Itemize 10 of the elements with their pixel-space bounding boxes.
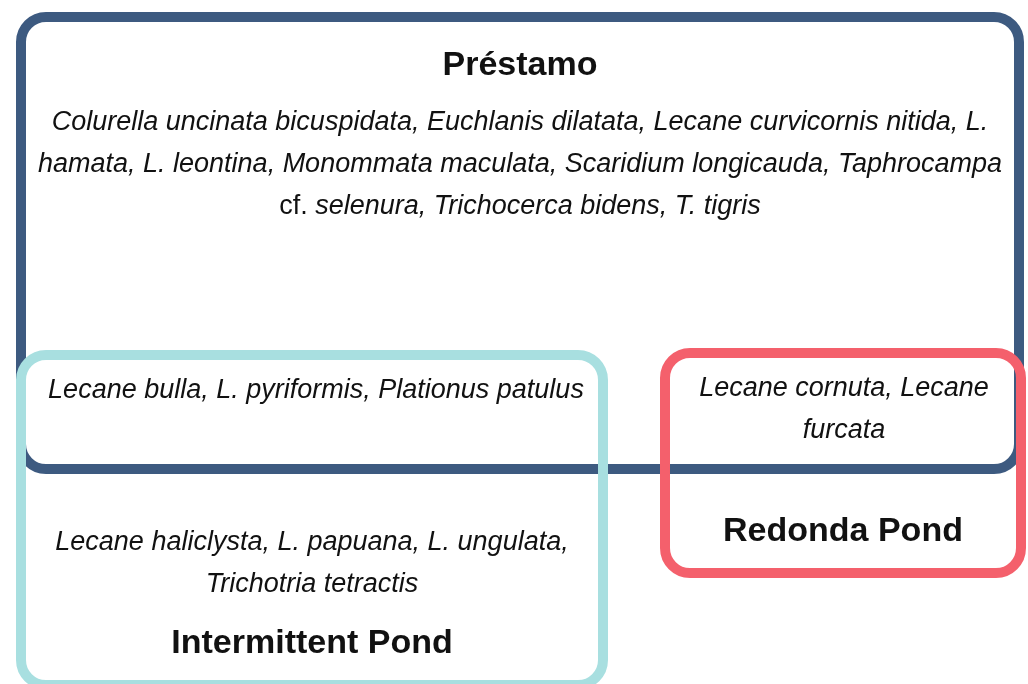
- set-outline: [16, 12, 1024, 474]
- species-list: Colurella uncinata bicuspidata, Euchlanis dilatata, Lecane curvicornis nitida, L. hamata, L. leontina, Monommata maculata, Scaridium longicauda, Taphrocampa cf. selenura, Trichocerca bidens, T. tigris: [26, 100, 1014, 226]
- region-title: Préstamo: [441, 44, 599, 83]
- species-list: Lecane bulla, L. pyriformis, Plationus patulus: [36, 368, 596, 410]
- species-list: Lecane cornuta, Lecane furcata: [672, 366, 1016, 450]
- region-title: Redonda Pond: [722, 510, 964, 549]
- set-outline: [16, 350, 608, 684]
- region-title: Intermittent Pond: [170, 622, 454, 661]
- set-outline: [660, 348, 1026, 578]
- species-list: Lecane haliclysta, L. papuana, L. ungulata, Trichotria tetractis: [26, 520, 598, 604]
